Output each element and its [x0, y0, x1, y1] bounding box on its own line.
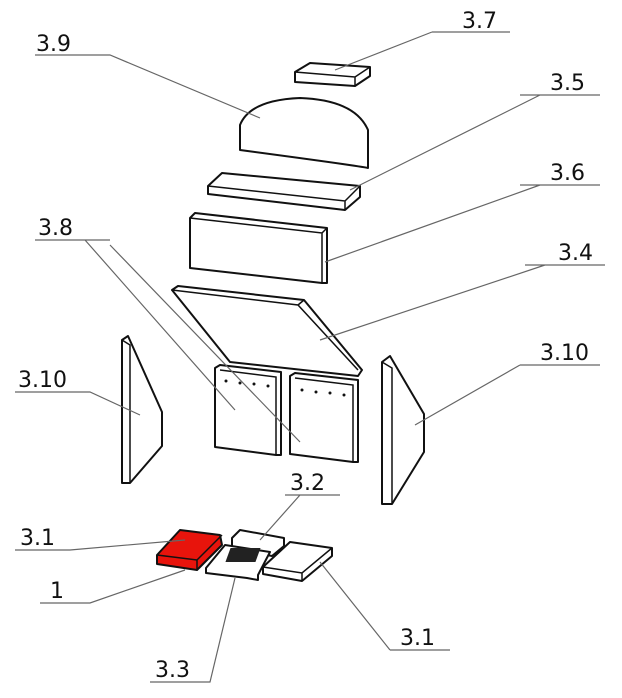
label-3-2: 3.2: [290, 471, 325, 496]
label-3-4: 3.4: [558, 241, 593, 266]
part-3-8-left[interactable]: [214, 364, 282, 456]
part-3-10-left[interactable]: [121, 335, 163, 484]
label-3-3: 3.3: [155, 658, 190, 683]
label-3-6: 3.6: [550, 161, 585, 186]
part-3-3[interactable]: [205, 544, 271, 581]
part-3-5[interactable]: [207, 172, 361, 211]
label-3-1-right: 3.1: [400, 626, 435, 651]
label-3-5: 3.5: [550, 71, 585, 96]
part-3-6[interactable]: [189, 212, 328, 284]
part-3-9[interactable]: [239, 97, 369, 169]
leader-lines: [15, 31, 605, 683]
part-3-1-right[interactable]: [262, 541, 333, 582]
label-3-9: 3.9: [36, 32, 71, 57]
label-3-8: 3.8: [38, 216, 73, 241]
label-1: 1: [50, 579, 64, 604]
label-3-1-left: 3.1: [20, 526, 55, 551]
part-3-8-right[interactable]: [289, 372, 359, 463]
label-3-7: 3.7: [462, 9, 497, 34]
label-3-10-left: 3.10: [18, 368, 67, 393]
part-3-7[interactable]: [294, 62, 371, 87]
label-3-10-right: 3.10: [540, 341, 589, 366]
part-1-highlighted[interactable]: [156, 529, 223, 571]
part-3-10-right[interactable]: [381, 355, 425, 505]
part-3-4[interactable]: [171, 285, 363, 377]
